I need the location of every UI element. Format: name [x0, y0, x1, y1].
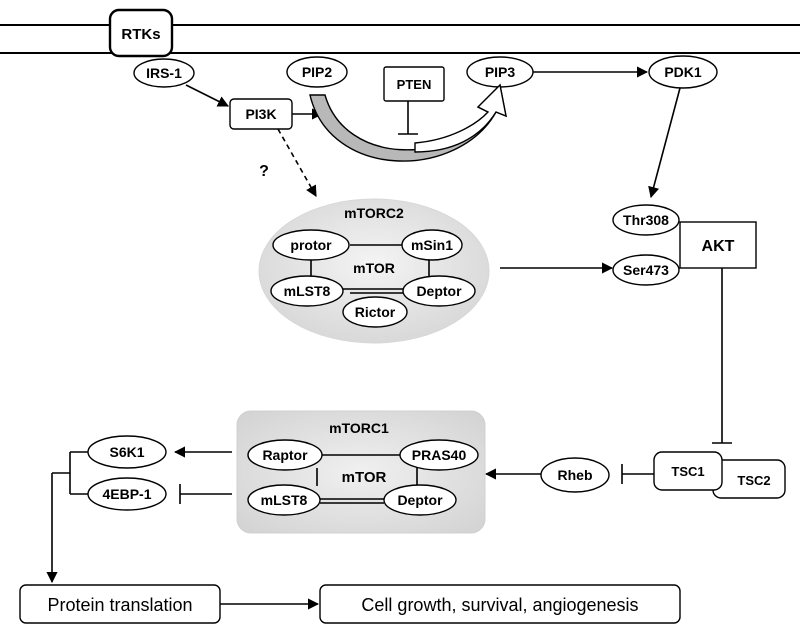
raptor-label: Raptor [262, 447, 308, 463]
tsc-inhibits-rheb-line [621, 464, 654, 484]
ser473-label: Ser473 [623, 262, 669, 278]
pip2-to-pip3-conversion-arrow [309, 83, 507, 162]
mtorc1-deptor-node: Deptor [383, 484, 457, 516]
4ebp1-label: 4EBP-1 [102, 486, 151, 502]
akt-label: AKT [702, 238, 735, 255]
irs1-node: IRS-1 [133, 58, 195, 88]
pten-label: PTEN [397, 77, 432, 92]
mtorc1-complex: mTORC1 mTOR Raptor PRAS40 mLST8 Deptor [236, 410, 486, 534]
rtks-label: RTKs [121, 26, 160, 43]
mtorc1-inhibits-4ebp1-line [179, 484, 232, 504]
protein-translation-box: Protein translation [19, 584, 221, 624]
pip3-node: PIP3 [466, 56, 534, 88]
rictor-node: Rictor [342, 296, 408, 328]
protor-node: protor [272, 229, 350, 261]
pip3-label: PIP3 [485, 64, 516, 80]
akt-inhibits-tsc-line [712, 268, 732, 444]
pi3k-to-mtorc2-dashed-arrow [277, 128, 317, 197]
s6k1-label: S6K1 [109, 444, 144, 460]
rtks-node: RTKs [108, 8, 174, 58]
mtorc1-deptor-label: Deptor [397, 492, 443, 508]
mtorc2-title: mTORC2 [344, 205, 404, 221]
pip2-label: PIP2 [302, 64, 333, 80]
rheb-node: Rheb [540, 457, 610, 493]
cell-growth-label: Cell growth, survival, angiogenesis [361, 595, 638, 615]
pdk1-node: PDK1 [648, 55, 718, 89]
mtorc2-complex: mTORC2 mTOR protor mSin1 mLST8 Deptor Ri… [258, 198, 490, 344]
pdk1-label: PDK1 [664, 64, 702, 80]
rictor-label: Rictor [355, 304, 396, 320]
pras40-node: PRAS40 [399, 439, 479, 471]
irs1-to-pi3k-arrow [185, 84, 230, 107]
irs1-label: IRS-1 [146, 65, 182, 81]
pdk1-to-thr308-arrow [648, 87, 681, 199]
s6k1-node: S6K1 [87, 435, 167, 469]
ser473-node: Ser473 [612, 254, 680, 286]
pten-inhibition [398, 101, 418, 135]
pi3k-label: PI3K [245, 106, 276, 122]
thr308-label: Thr308 [623, 212, 669, 228]
raptor-node: Raptor [247, 439, 323, 471]
pi3k-node: PI3K [229, 98, 293, 130]
mtorc1-links [316, 454, 418, 504]
mtorc1-core-label: mTOR [342, 469, 387, 486]
rheb-label: Rheb [558, 467, 593, 483]
mtorc2-mlst8-label: mLST8 [284, 283, 331, 299]
thr308-node: Thr308 [612, 204, 680, 236]
mtorc2-deptor-node: Deptor [402, 275, 476, 307]
mtorc1-mlst8-label: mLST8 [261, 492, 308, 508]
protein-translation-label: Protein translation [47, 595, 192, 615]
4ebp1-node: 4EBP-1 [87, 477, 167, 511]
mtorc1-title: mTORC1 [329, 420, 389, 436]
protor-label: protor [290, 237, 332, 253]
mtorc2-core-label: mTOR [353, 260, 395, 276]
mtorc1-mlst8-node: mLST8 [247, 484, 321, 516]
akt-node: AKT [679, 221, 757, 269]
unknown-link-question-mark: ? [259, 163, 269, 180]
mtorc2-mlst8-node: mLST8 [270, 275, 344, 307]
pten-node: PTEN [383, 66, 445, 102]
tsc2-label: TSC2 [737, 473, 770, 488]
tsc1-node: TSC1 [653, 451, 723, 491]
effectors-bracket [46, 451, 88, 584]
tsc2-node: TSC2 [712, 459, 786, 499]
pip2-node: PIP2 [286, 56, 348, 88]
mtorc2-links [310, 244, 430, 294]
msin1-label: mSin1 [411, 237, 453, 253]
pras40-label: PRAS40 [412, 447, 467, 463]
mtorc2-deptor-label: Deptor [416, 283, 462, 299]
cell-growth-box: Cell growth, survival, angiogenesis [319, 584, 681, 624]
tsc1-label: TSC1 [671, 464, 704, 479]
msin1-node: mSin1 [401, 229, 463, 261]
